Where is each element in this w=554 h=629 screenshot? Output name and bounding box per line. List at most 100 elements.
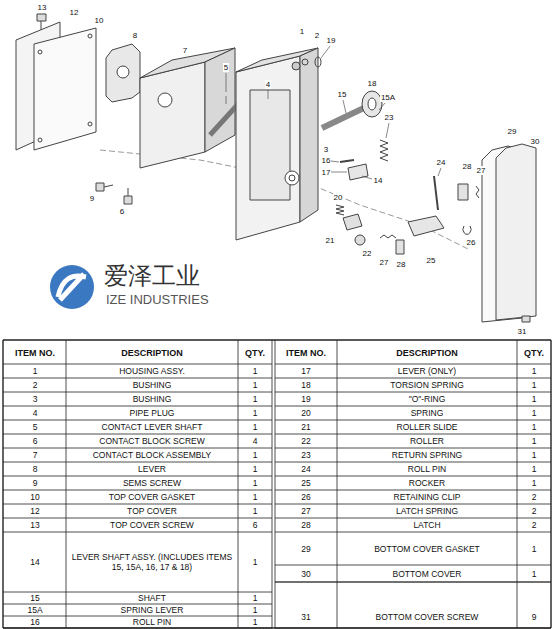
drawing-stroke bbox=[292, 62, 300, 70]
table-rule bbox=[3, 616, 272, 617]
table-header: QTY. bbox=[517, 341, 551, 364]
callout-number: 20 bbox=[333, 193, 344, 202]
callout-number: 16 bbox=[321, 156, 332, 165]
callout-number: 29 bbox=[500, 126, 524, 137]
table-rule bbox=[517, 340, 518, 628]
table-cell: 4 bbox=[4, 406, 66, 420]
table-rule bbox=[275, 476, 551, 477]
table-cell: 1 bbox=[238, 616, 272, 628]
table-rule bbox=[3, 532, 272, 533]
table-cell: ROLL PIN bbox=[66, 616, 238, 628]
table-rule bbox=[337, 340, 338, 628]
table-rule bbox=[275, 378, 551, 379]
drawing-stroke bbox=[315, 57, 321, 67]
table-cell: 6 bbox=[4, 434, 66, 448]
drawing-stroke bbox=[289, 175, 295, 181]
drawing-stroke bbox=[386, 123, 389, 138]
table-cell: 1 bbox=[238, 592, 272, 604]
drawing-stroke bbox=[302, 59, 308, 65]
table-cell: 3 bbox=[4, 392, 66, 406]
bottom-cover-screw bbox=[522, 316, 530, 322]
table-cell: 1 bbox=[517, 434, 551, 448]
leader-lines bbox=[226, 46, 441, 179]
table-cell: 1 bbox=[238, 378, 272, 392]
table-cell: 4 bbox=[238, 434, 272, 448]
table-cell: HOUSING ASSY. bbox=[66, 364, 238, 378]
drawing-stroke bbox=[336, 205, 344, 215]
callout-number: 16 bbox=[314, 155, 338, 166]
table-cell: BUSHING bbox=[66, 392, 238, 406]
table-cell: LEVER (ONLY) bbox=[337, 364, 517, 378]
table-cell: PIPE PLUG bbox=[66, 406, 238, 420]
drawing-stroke bbox=[140, 62, 205, 168]
table-rule bbox=[3, 490, 272, 491]
contact-block-screw bbox=[124, 188, 132, 204]
drawing-stroke bbox=[104, 185, 113, 187]
callout-number: 6 bbox=[110, 206, 134, 217]
table-cell: TOP COVER SCREW bbox=[66, 518, 238, 532]
table-cell: 29 bbox=[275, 532, 337, 565]
drawing-stroke bbox=[41, 21, 42, 30]
callout-number: 21 bbox=[325, 236, 336, 245]
drawing-stroke bbox=[158, 93, 172, 107]
callout-number: 14 bbox=[373, 176, 384, 185]
drawing-stroke bbox=[380, 235, 396, 238]
table-rule bbox=[275, 406, 551, 407]
table-cell: ROLL PIN bbox=[337, 462, 517, 476]
table-cell: 1 bbox=[517, 532, 551, 565]
lever bbox=[106, 44, 140, 102]
drawing-stroke bbox=[321, 46, 330, 58]
table-rule bbox=[275, 582, 551, 583]
table-cell: LEVER SHAFT ASSY. (INCLUDES ITEMS 15, 15… bbox=[66, 532, 238, 592]
table-cell: LEVER bbox=[66, 462, 238, 476]
drawing-stroke bbox=[362, 91, 382, 117]
table-rule bbox=[2, 340, 3, 628]
table-cell: ROLLER SLIDE bbox=[337, 420, 517, 434]
table-cell: 5 bbox=[4, 420, 66, 434]
table-rule bbox=[3, 448, 272, 449]
table-cell: 1 bbox=[238, 364, 272, 378]
drawing-stroke bbox=[434, 176, 438, 210]
table-cell: SHAFT bbox=[66, 592, 238, 604]
table-cell: 1 bbox=[238, 476, 272, 490]
table-cell: TOP COVER bbox=[66, 504, 238, 518]
callout-number: 15A bbox=[376, 92, 400, 103]
callout-number: 19 bbox=[319, 35, 343, 46]
callout-number: 21 bbox=[318, 235, 342, 246]
callout-number: 23 bbox=[377, 112, 401, 123]
callout-number: 18 bbox=[367, 79, 378, 88]
roll-pin bbox=[434, 176, 438, 210]
table-cell: 1 bbox=[517, 364, 551, 378]
callout-number: 30 bbox=[530, 137, 541, 146]
table-cell: 18 bbox=[275, 378, 337, 392]
drawing-stroke bbox=[236, 56, 300, 240]
table-rule bbox=[275, 392, 551, 393]
drawing-stroke bbox=[124, 196, 132, 204]
callout-number: 17 bbox=[314, 167, 338, 178]
drawing-stroke bbox=[250, 90, 290, 200]
drawing-stroke bbox=[88, 34, 92, 38]
callout-number: 15 bbox=[337, 90, 348, 99]
table-cell: 1 bbox=[238, 392, 272, 406]
callout-number: 9 bbox=[89, 194, 95, 203]
drawing-stroke bbox=[331, 161, 339, 162]
table-rule bbox=[3, 627, 551, 628]
table-rule bbox=[275, 340, 276, 628]
callout-number: 15 bbox=[330, 89, 354, 100]
drawing-stroke bbox=[38, 138, 42, 142]
callout-number: 5 bbox=[214, 62, 238, 73]
table-cell: 28 bbox=[275, 518, 337, 532]
callout-number: 6 bbox=[119, 207, 125, 216]
table-cell: 1 bbox=[517, 462, 551, 476]
callout-number: 27 bbox=[379, 258, 390, 267]
drawing-stroke bbox=[396, 240, 404, 254]
callout-number: 10 bbox=[87, 15, 111, 26]
lever-shaft-assembly bbox=[322, 91, 382, 180]
drawing-stroke bbox=[331, 172, 347, 173]
callout-number: 12 bbox=[69, 8, 80, 17]
table-rule bbox=[275, 582, 551, 583]
table-rule bbox=[3, 420, 272, 421]
drawing-stroke bbox=[368, 98, 376, 110]
table-cell: SEMS SCREW bbox=[66, 476, 238, 490]
table-rule bbox=[3, 592, 272, 593]
